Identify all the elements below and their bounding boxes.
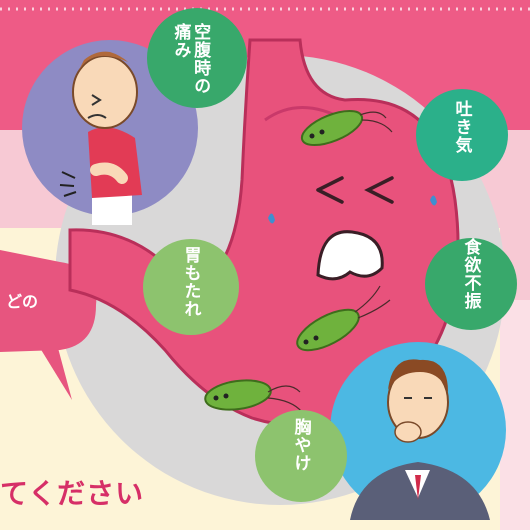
symptom-circle-nausea [416, 89, 508, 181]
sweat-drop-right [430, 195, 437, 206]
symptom-label-stomach-heaviness: 胃もたれ [180, 246, 201, 318]
boy-hair [78, 51, 128, 72]
stomach-eye-left [316, 176, 344, 204]
symptom-label-appetite-loss: 食欲不振 [460, 238, 481, 310]
bacterium-middle [296, 285, 391, 352]
boy-eye [91, 94, 102, 106]
symptom-circle-hunger-pain [147, 8, 247, 108]
boy-shirt [88, 127, 142, 198]
bottom-heading-fragment: てください [0, 477, 145, 510]
symptom-circle-heartburn [255, 410, 347, 502]
stomach-mouth [316, 230, 384, 281]
boy-face [72, 55, 138, 129]
right-strip [500, 300, 530, 530]
pain-lines [59, 171, 77, 197]
speech-bubble-tail [40, 348, 72, 400]
bacterium-bottom [204, 379, 303, 413]
boy-hand [90, 162, 128, 184]
boy-mouth [87, 114, 107, 119]
symptom-label-nausea: 吐き気 [451, 100, 472, 154]
symptom-circle-stomach-heaviness [143, 239, 239, 335]
bacterium-top [300, 110, 393, 146]
stomach-eye-right [364, 176, 394, 204]
symptom-circle-appetite-loss [425, 238, 517, 330]
man-hand [394, 421, 422, 443]
symptom-label-hunger-pain: 空腹時の痛み [170, 23, 211, 95]
man-hair [388, 359, 448, 392]
man-illustration [330, 342, 506, 520]
stomach [68, 38, 460, 427]
boy-illustration [22, 40, 198, 225]
sweat-drop-left [268, 213, 275, 224]
symptom-label-heartburn: 胸やけ [290, 418, 311, 472]
speech-bubble-text: どの [6, 292, 39, 311]
man-tie [415, 475, 421, 500]
